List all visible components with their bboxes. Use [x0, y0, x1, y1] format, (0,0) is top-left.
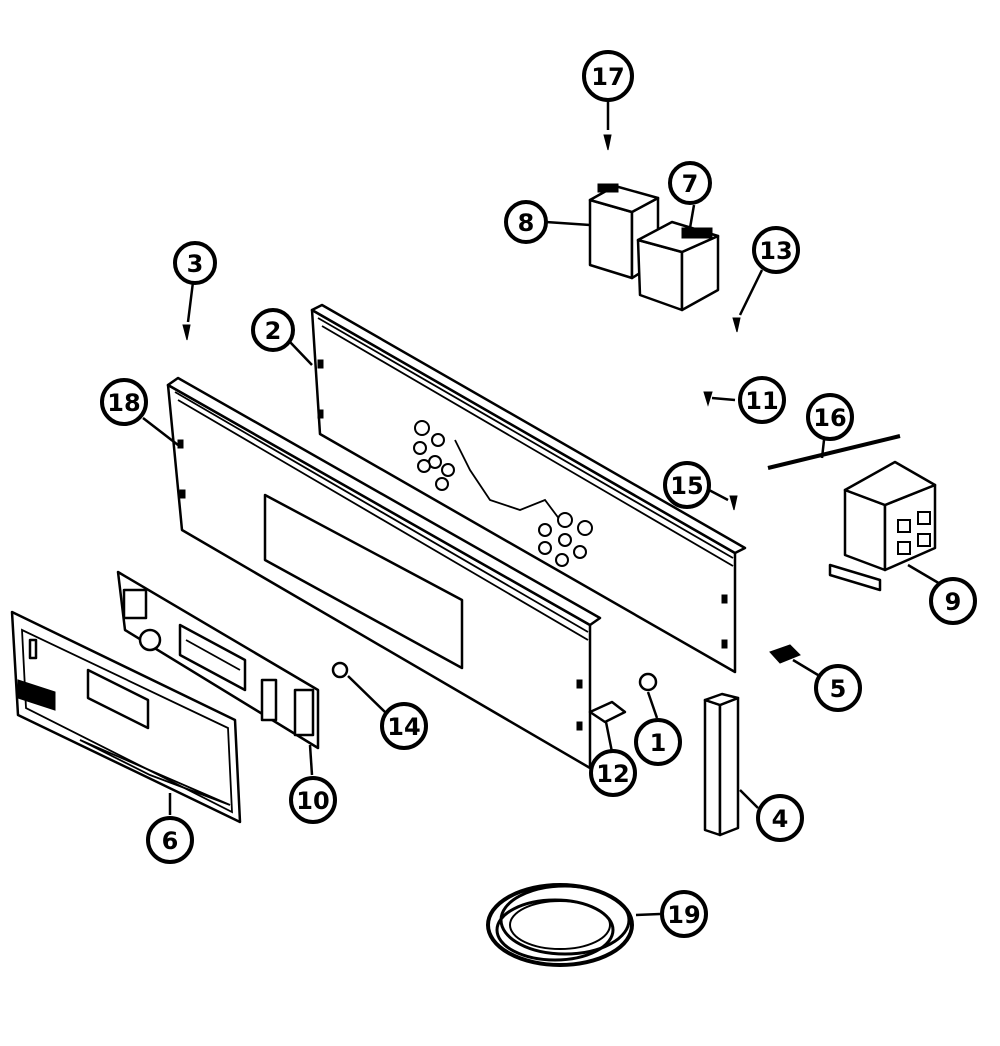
callout-17: 17	[582, 50, 634, 102]
callout-10-label: 10	[296, 787, 329, 815]
callout-15: 15	[663, 461, 711, 509]
callout-8-label: 8	[518, 209, 535, 237]
callout-15-label: 15	[670, 472, 703, 500]
callout-8: 8	[504, 200, 548, 244]
callout-13-label: 13	[759, 237, 792, 265]
callout-19-label: 19	[667, 901, 700, 929]
transformer	[828, 460, 937, 592]
callout-12-label: 12	[596, 760, 629, 788]
callout-14: 14	[380, 702, 428, 750]
callout-19: 19	[660, 890, 708, 938]
callout-6-label: 6	[162, 827, 179, 855]
relay-7	[636, 220, 720, 312]
callout-3: 3	[173, 241, 217, 285]
callout-11-label: 11	[745, 387, 778, 415]
callout-5-label: 5	[830, 675, 847, 703]
rod	[767, 434, 901, 470]
callout-10: 10	[289, 776, 337, 824]
callout-18: 18	[100, 378, 148, 426]
callout-18-label: 18	[107, 389, 140, 417]
wire-harness	[486, 883, 634, 967]
screw-13	[732, 317, 741, 333]
callout-9: 9	[929, 577, 977, 625]
callout-7: 7	[668, 161, 712, 205]
callout-2-label: 2	[265, 317, 282, 345]
clip-5	[769, 644, 801, 664]
front-control-panel	[166, 376, 602, 770]
callout-16-label: 16	[813, 404, 846, 432]
screw-17	[603, 134, 612, 151]
screw-3	[182, 324, 191, 341]
callout-9-label: 9	[945, 588, 962, 616]
callout-6: 6	[146, 816, 194, 864]
relay-8	[588, 183, 660, 280]
callout-12: 12	[589, 749, 637, 797]
callout-17-label: 17	[591, 63, 624, 91]
console-overlay	[10, 610, 242, 824]
callout-11: 11	[738, 376, 786, 424]
leader-lines	[142, 100, 943, 917]
callout-4-label: 4	[772, 805, 789, 833]
callout-2: 2	[251, 308, 295, 352]
end-bracket	[703, 692, 740, 837]
callout-14-label: 14	[387, 713, 420, 741]
control-board	[116, 570, 320, 750]
bracket-12	[588, 700, 627, 724]
callout-7-label: 7	[682, 170, 699, 198]
rear-panel	[310, 303, 747, 674]
callout-5: 5	[814, 664, 862, 712]
grommet-1	[638, 672, 658, 692]
callout-3-label: 3	[187, 250, 204, 278]
nut-14	[331, 661, 349, 679]
screw-11	[703, 391, 713, 407]
callout-1: 1	[634, 718, 682, 766]
callout-13: 13	[752, 226, 800, 274]
callout-16: 16	[806, 393, 854, 441]
callout-4: 4	[756, 794, 804, 842]
screw-15	[729, 495, 738, 511]
callout-1-label: 1	[650, 729, 667, 757]
